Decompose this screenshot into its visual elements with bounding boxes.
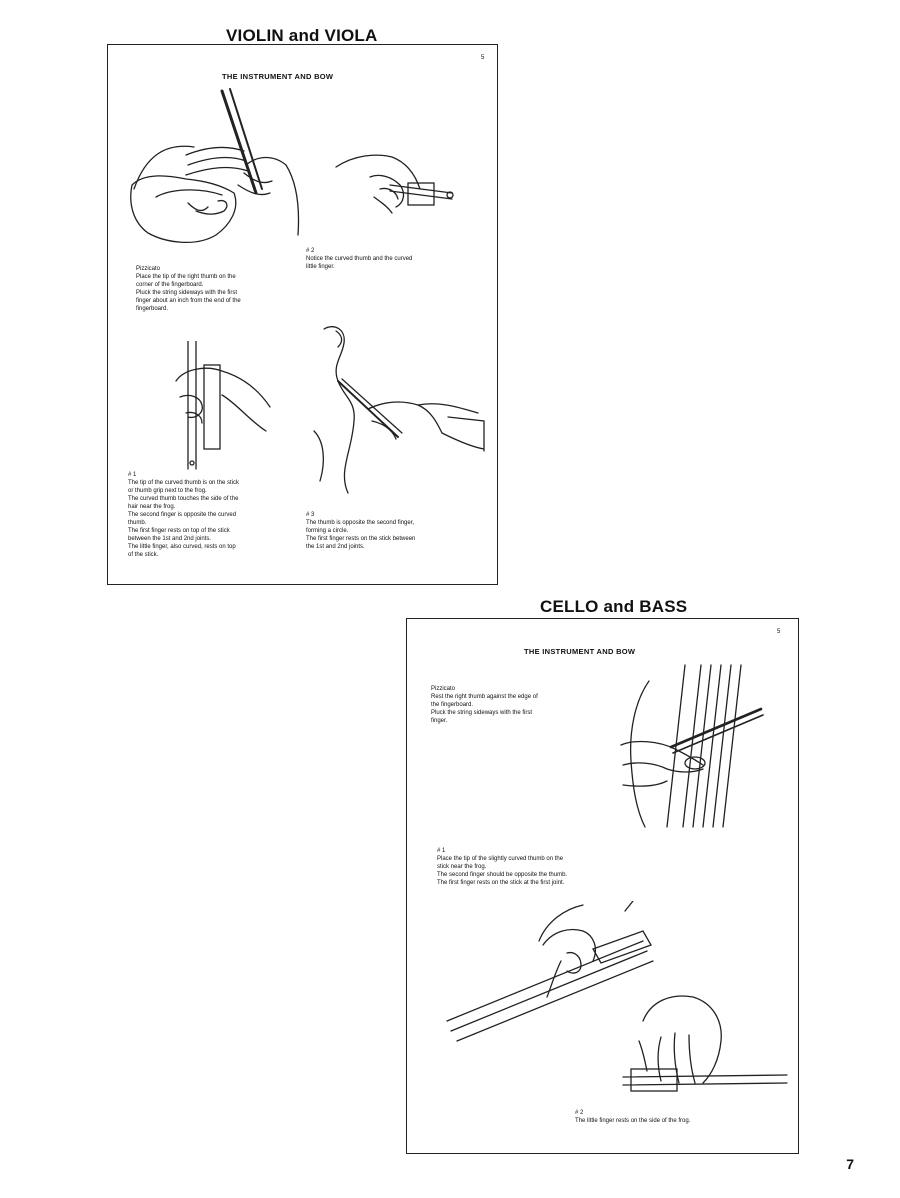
cello-bow-hands-illustration (446, 901, 788, 1092)
violin-heading: VIOLIN and VIOLA (226, 26, 378, 45)
caption-line: # 2 (575, 1110, 584, 1116)
caption-line: Pluck the string sideways with the first (136, 290, 238, 296)
violin-fig3-illustration (313, 326, 485, 494)
caption-line: Place the tip of the right thumb on the (136, 274, 236, 280)
caption-line: # 1 (128, 472, 137, 478)
caption-line: forming a circle. (306, 528, 349, 534)
violin-page-frame: 5 THE INSTRUMENT AND BOW Pizzicato Place… (107, 44, 498, 585)
caption-line: # 3 (306, 512, 315, 518)
caption-line: The first finger rests on the stick betw… (306, 536, 416, 542)
cello-section-title: THE INSTRUMENT AND BOW (524, 647, 636, 656)
caption-line: The second finger is opposite the curved (128, 512, 237, 518)
page-number: 7 (846, 1156, 854, 1172)
cello-pizzicato-caption: Pizzicato Rest the right thumb against t… (431, 685, 538, 725)
caption-line: fingerboard. (136, 306, 169, 312)
caption-line: # 2 (306, 248, 315, 254)
caption-line: The first finger rests on the stick at t… (437, 880, 565, 886)
violin-fig1-illustration (175, 341, 271, 470)
caption-line: stick near the frog. (437, 864, 487, 870)
violin-pizzicato-illustration (130, 88, 300, 244)
caption-line: of the stick. (128, 552, 159, 558)
violin-fig1-caption: # 1 The tip of the curved thumb is on th… (128, 471, 239, 559)
caption-line: # 1 (437, 848, 446, 854)
cello-pizzicato-illustration (620, 664, 764, 828)
caption-line: Pizzicato (431, 686, 456, 692)
violin-fig2-illustration (335, 154, 454, 214)
violin-page-mark: 5 (481, 55, 485, 61)
caption-line: Pluck the string sideways with the first (431, 710, 533, 716)
caption-line: finger about an inch from the end of the (136, 298, 241, 304)
caption-line: The curved thumb touches the side of the (128, 496, 239, 502)
caption-line: Place the tip of the slightly curved thu… (437, 856, 564, 862)
caption-line: The thumb is opposite the second finger, (306, 520, 415, 526)
caption-line: Rest the right thumb against the edge of (431, 694, 538, 700)
violin-fig3-caption: # 3 The thumb is opposite the second fin… (306, 511, 415, 551)
cello-heading: CELLO and BASS (540, 597, 688, 616)
caption-line: The little finger, also curved, rests on… (128, 544, 236, 550)
caption-line: or thumb grip next to the frog. (128, 488, 207, 494)
caption-line: The first finger rests on top of the sti… (128, 528, 230, 534)
caption-line: between the 1st and 2nd joints. (128, 536, 212, 542)
caption-line: The second finger should be opposite the… (437, 872, 568, 878)
caption-line: hair near the frog. (128, 504, 176, 510)
caption-line: thumb. (128, 520, 147, 526)
caption-line: Pizzicato (136, 266, 161, 272)
caption-line: corner of the fingerboard. (136, 282, 204, 288)
violin-fig2-caption: # 2 Notice the curved thumb and the curv… (306, 247, 412, 271)
cello-fig1-caption: # 1 Place the tip of the slightly curved… (437, 847, 567, 887)
cello-page-frame: 5 THE INSTRUMENT AND BOW Pizzicato Rest … (406, 618, 799, 1154)
caption-line: finger. (431, 718, 448, 724)
violin-section-title: THE INSTRUMENT AND BOW (222, 72, 334, 81)
caption-line: The little finger rests on the side of t… (575, 1118, 691, 1124)
caption-line: The tip of the curved thumb is on the st… (128, 480, 240, 486)
caption-line: the fingerboard. (431, 702, 474, 708)
cello-fig2-caption: # 2 The little finger rests on the side … (575, 1109, 690, 1125)
violin-pizzicato-caption: Pizzicato Place the tip of the right thu… (136, 265, 241, 313)
caption-line: the 1st and 2nd joints. (306, 544, 365, 550)
cello-page-mark: 5 (777, 629, 781, 635)
caption-line: Notice the curved thumb and the curved (306, 256, 413, 262)
caption-line: little finger. (306, 264, 335, 270)
